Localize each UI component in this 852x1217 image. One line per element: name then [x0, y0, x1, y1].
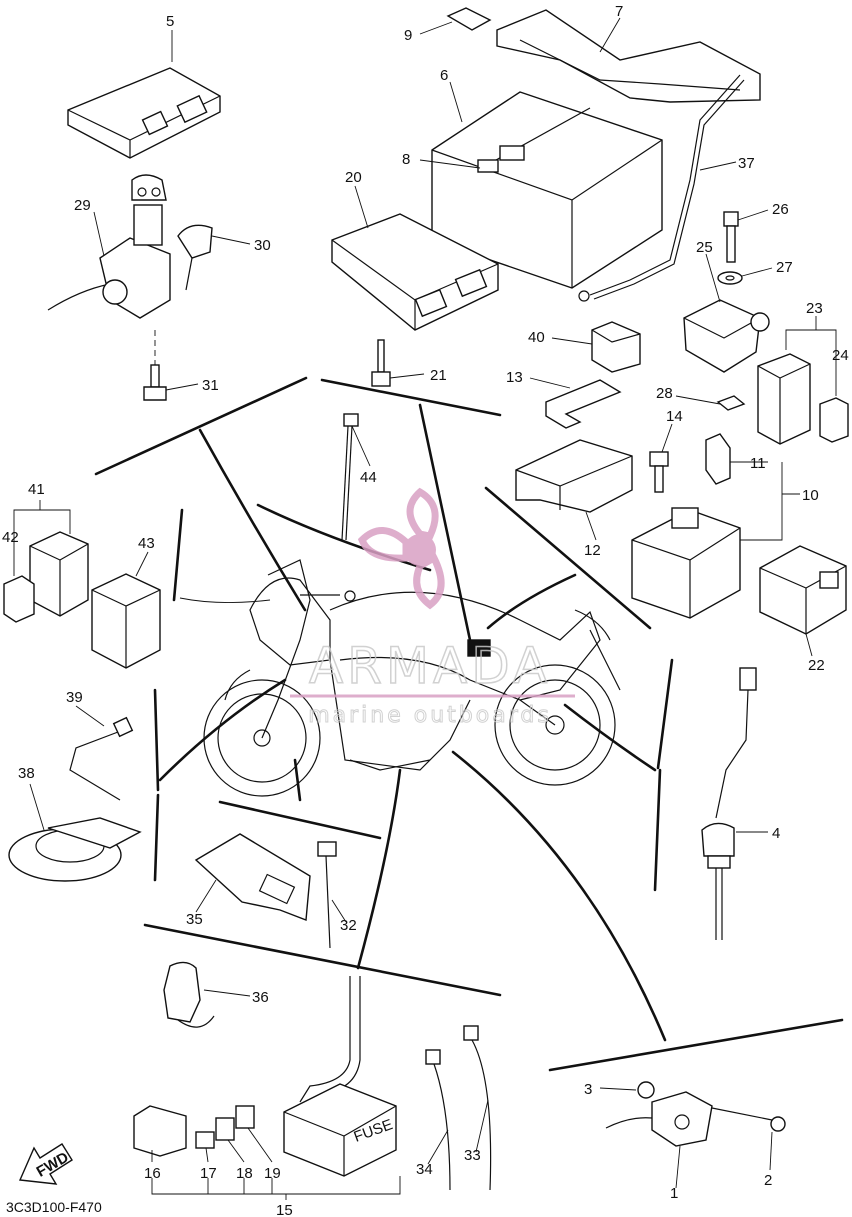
part-7-battery-bracket[interactable]	[496, 9, 761, 103]
callout-9: 9	[404, 27, 412, 44]
part-34-cable-tie[interactable]	[425, 1049, 451, 1191]
callout-15: 15	[276, 1202, 293, 1217]
part-10-starter-relay[interactable]	[631, 507, 741, 619]
callout-37: 37	[738, 155, 755, 172]
part-5-ecu[interactable]	[67, 67, 221, 159]
propeller-logo	[357, 487, 445, 610]
part-4-switch-sensor[interactable]	[701, 667, 757, 940]
part-26-bolt[interactable]	[723, 211, 739, 263]
part-17-fuse[interactable]	[195, 1131, 215, 1149]
section-dividers	[94, 376, 844, 1072]
motorcycle-illustration	[203, 559, 621, 797]
part-33-cable-tie[interactable]	[463, 1025, 492, 1191]
callout-16: 16	[144, 1165, 161, 1182]
callout-41: 41	[28, 481, 45, 498]
part-31-bolt[interactable]	[143, 330, 167, 401]
callout-11: 11	[750, 455, 766, 472]
callout-26: 26	[772, 201, 789, 218]
part-2-bolt[interactable]	[711, 1107, 786, 1132]
part-40-connector[interactable]	[591, 321, 641, 373]
part-19-fuse[interactable]	[235, 1105, 255, 1129]
callout-2: 2	[764, 1172, 772, 1189]
callout-34: 34	[416, 1161, 433, 1178]
callout-23: 23	[806, 300, 823, 317]
part-29-main-switch[interactable]	[47, 174, 171, 319]
callout-8: 8	[402, 151, 410, 168]
part-20-control-unit[interactable]	[331, 213, 499, 331]
part-44-cable-tie[interactable]	[341, 413, 359, 541]
part-21-bolt[interactable]	[371, 339, 391, 387]
callout-39: 39	[66, 689, 83, 706]
callout-14: 14	[666, 408, 683, 425]
watermark-brand: ARMADA	[309, 637, 551, 695]
callout-13: 13	[506, 369, 523, 386]
callout-3: 3	[584, 1081, 592, 1098]
diagram-code: 3C3D100-F470	[6, 1199, 102, 1215]
part-38-horn[interactable]	[8, 817, 142, 882]
part-16-fuse-connector[interactable]	[133, 1105, 187, 1157]
part-1-sensor[interactable]	[605, 1091, 713, 1147]
part-22-flasher-relay[interactable]	[759, 545, 847, 635]
part-11-fuse[interactable]	[705, 433, 731, 485]
callout-5: 5	[166, 13, 174, 30]
callout-20: 20	[345, 169, 362, 186]
callout-36: 36	[252, 989, 269, 1006]
part-27-washer[interactable]	[717, 271, 743, 285]
part-23-connector[interactable]	[757, 353, 811, 445]
part-12-cover[interactable]	[515, 439, 633, 513]
callout-31: 31	[202, 377, 219, 394]
callout-33: 33	[464, 1147, 481, 1164]
part-3-collar[interactable]	[637, 1081, 655, 1099]
callout-38: 38	[18, 765, 35, 782]
part-36-clamp[interactable]	[163, 961, 215, 1028]
part-14-bolt[interactable]	[649, 451, 669, 493]
callout-43: 43	[138, 535, 155, 552]
part-24-connector[interactable]	[819, 397, 849, 443]
watermark-sub: marine outboards	[308, 703, 552, 728]
part-37-battery-cable[interactable]	[578, 74, 745, 302]
callout-40: 40	[528, 329, 545, 346]
part-39-wire-lead[interactable]	[69, 716, 134, 801]
fwd-arrow-icon: FWD	[18, 1143, 73, 1185]
part-15-grouping-bracket	[151, 1176, 401, 1200]
callout-28: 28	[656, 385, 673, 402]
callout-4: 4	[772, 825, 780, 842]
part-43-relay[interactable]	[91, 573, 161, 669]
callout-35: 35	[186, 911, 203, 928]
part-25-relay[interactable]	[683, 299, 770, 373]
callout-29: 29	[74, 197, 91, 214]
part-18-fuse[interactable]	[215, 1117, 235, 1141]
callout-32: 32	[340, 917, 357, 934]
part-41-relay[interactable]	[29, 531, 89, 617]
callout-27: 27	[776, 259, 793, 276]
callout-24: 24	[832, 347, 849, 364]
part-28-plate[interactable]	[716, 395, 746, 411]
callout-1: 1	[670, 1185, 678, 1202]
callout-21: 21	[430, 367, 447, 384]
callout-22: 22	[808, 657, 825, 674]
part-32-cable-tie[interactable]	[317, 841, 337, 949]
callout-30: 30	[254, 237, 271, 254]
leader-lines	[13, 17, 837, 1189]
callout-labels: 1 2 3 4 5 6 7 8 9 10 11 12 13 14 15 16 1…	[2, 3, 849, 1217]
part-15-fuse-box[interactable]: FUSE	[283, 976, 397, 1177]
callout-7: 7	[615, 3, 623, 20]
callout-6: 6	[440, 67, 448, 84]
callout-19: 19	[264, 1165, 281, 1182]
callout-25: 25	[696, 239, 713, 256]
callout-12: 12	[584, 542, 601, 559]
part-35-cover[interactable]	[194, 833, 311, 921]
callout-44: 44	[360, 469, 377, 486]
callout-42: 42	[2, 529, 19, 546]
callout-18: 18	[236, 1165, 253, 1182]
watermark: ARMADA marine outboards	[290, 487, 575, 729]
part-30-key[interactable]	[177, 224, 213, 291]
part-9-pad[interactable]	[446, 7, 492, 31]
callout-17: 17	[200, 1165, 217, 1182]
part-6-battery[interactable]	[431, 91, 663, 289]
part-42-connector[interactable]	[3, 575, 35, 623]
callout-10: 10	[802, 487, 819, 504]
part-13-bracket[interactable]	[545, 379, 622, 429]
